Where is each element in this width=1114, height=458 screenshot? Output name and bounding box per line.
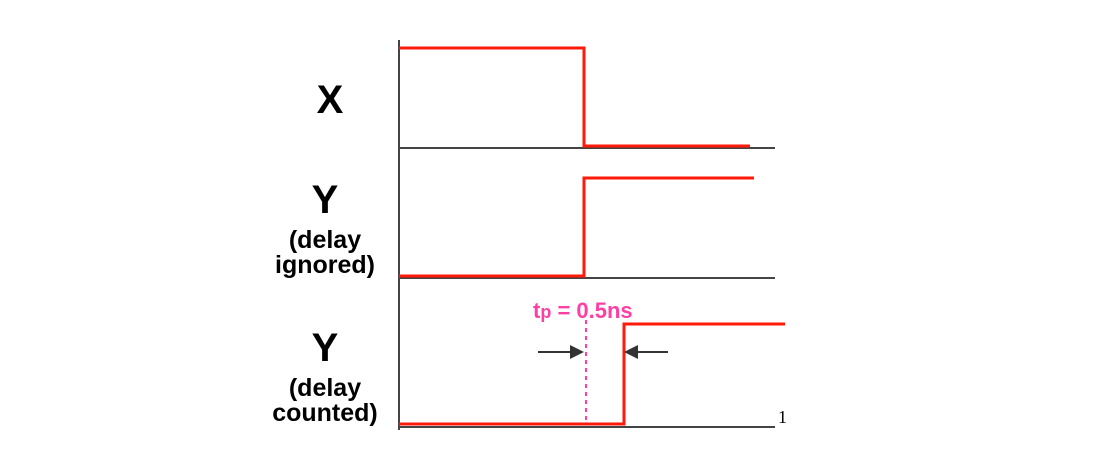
signal-y-counted-name: Y [311, 326, 339, 370]
annotation-t: t [533, 298, 541, 323]
arrow-left-icon [624, 345, 668, 359]
arrow-right-icon [538, 345, 584, 359]
signal-y-counted-sub-line2: counted) [272, 399, 378, 427]
annotation-p-subscript: p [540, 302, 552, 322]
signal-x-label: X [316, 78, 344, 122]
signal-y-counted-label-group: Y (delay counted) [255, 328, 395, 426]
waveform-x [399, 46, 750, 148]
signal-y-ignored-label-group: Y (delay ignored) [255, 180, 395, 278]
page-number: 1 [778, 407, 787, 427]
waveform-y-counted [399, 322, 785, 426]
signal-y-ignored-sub-line1: (delay [288, 226, 362, 254]
annotation-value: = 0.5ns [551, 298, 633, 323]
waveform-y-ignored [399, 176, 754, 278]
signal-y-ignored-name: Y [311, 178, 339, 222]
signal-y-counted-sub-line1: (delay [288, 374, 362, 402]
propagation-delay-annotation: tp = 0.5ns [533, 300, 633, 322]
signal-y-ignored-sub-line2: ignored) [275, 251, 375, 279]
